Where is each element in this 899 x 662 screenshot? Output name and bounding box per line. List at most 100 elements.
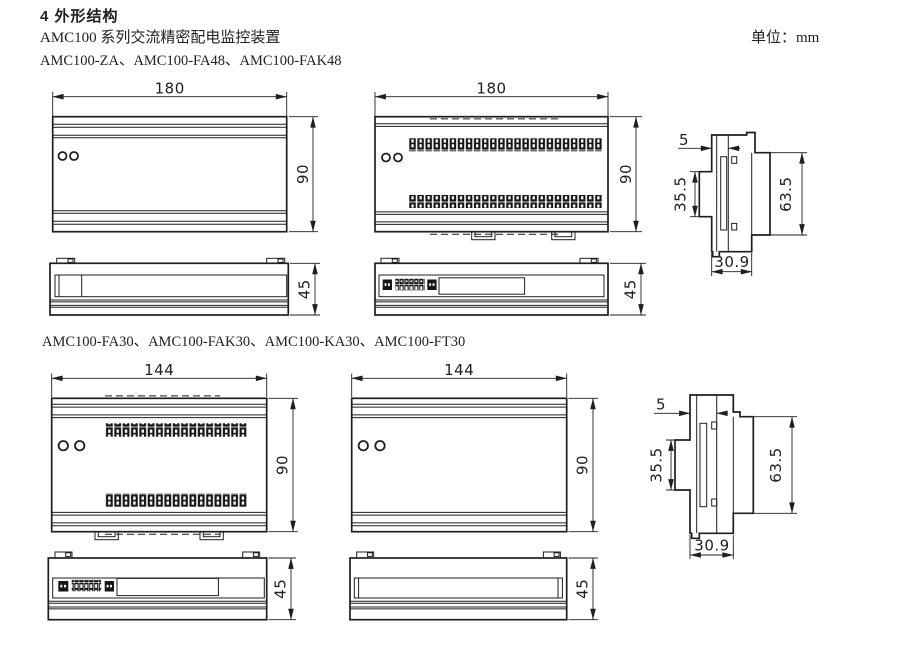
unit-label: 单位：mm: [751, 30, 820, 46]
mounting-tabs: [471, 231, 576, 241]
drawing-group2-side-view: 5 35.5 63.5 30.9: [648, 394, 797, 559]
drawing-group1-front-view: 180 90: [51, 80, 318, 233]
groove-lines: [51, 403, 267, 527]
top-slot: [54, 274, 288, 298]
dim-rail-clip: 35.5: [648, 439, 675, 491]
dim-rail-clip: 35.5: [672, 171, 700, 218]
enclosure-body: [374, 262, 609, 316]
led-indicator: [393, 152, 403, 163]
terminal-strip-top: [105, 423, 247, 437]
group2-model-list: AMC100-FA30、AMC100-FAK30、AMC100-KA30、AMC…: [42, 334, 466, 350]
drawing-group1-rear-view: 180 90: [374, 80, 642, 241]
dim-label-rail-clip: 35.5: [648, 447, 666, 482]
comm-connector: [104, 581, 114, 592]
dim-label-height: 90: [274, 455, 292, 475]
dim-label-height: 90: [617, 164, 635, 184]
device-series-subtitle: AMC100 系列交流精密配电监控装置: [40, 30, 281, 46]
dim-depth: 45: [268, 557, 296, 621]
dim-depth: 45: [290, 262, 320, 316]
enclosure-body: [350, 397, 568, 533]
dim-label-rail-clip: 35.5: [672, 176, 690, 211]
comm-connector: [427, 279, 437, 290]
dim-label-body-depth: 30.9: [714, 253, 749, 271]
dim-label-depth: 45: [296, 279, 314, 299]
comm-connector: [382, 279, 392, 290]
dim-body-height: 63.5: [753, 416, 797, 514]
dim-label-height: 90: [294, 164, 312, 184]
led-indicator: [57, 151, 68, 161]
dim-width: 180: [52, 80, 288, 116]
groove-lines: [52, 123, 287, 225]
drawing-group2-rear-view: 144 90: [50, 361, 298, 541]
clip-notches: [356, 551, 561, 559]
clip-detail: [711, 498, 718, 507]
clip-detail: [731, 156, 738, 164]
comm-connector: [58, 581, 69, 592]
enclosure-body: [51, 115, 288, 233]
inner-lines: [716, 135, 753, 252]
led-indicator: [69, 151, 79, 161]
clip-detail: [731, 222, 738, 231]
inner-lines: [696, 395, 734, 534]
terminal-strip-bottom: [408, 195, 602, 208]
dim-front-lip: 5: [654, 396, 728, 417]
dim-height: 90: [610, 116, 642, 233]
drawing-group2-bottom-view: 45: [47, 551, 296, 621]
groove-lines: [48, 600, 267, 610]
dim-body-depth: 30.9: [711, 253, 753, 276]
groove-lines: [375, 299, 608, 308]
groove-lines: [375, 123, 608, 225]
dim-label-depth: 45: [622, 279, 640, 299]
group1-model-list: AMC100-ZA、AMC100-FA48、AMC100-FAK48: [40, 53, 342, 69]
drawing-group1-bottom-view: 45: [374, 257, 646, 316]
dim-height: 90: [268, 397, 298, 533]
side-profile: [674, 394, 755, 540]
clip-notches: [54, 551, 261, 559]
clip-detail: [711, 421, 718, 430]
drawing-group2-front-view: 144 90: [350, 361, 598, 533]
dim-body-height: 63.5: [770, 152, 807, 236]
dim-label-front-lip: 5: [679, 131, 689, 149]
dim-width: 144: [351, 361, 568, 397]
rail-slot: [699, 422, 708, 508]
drawing-group2-top-view: 45: [349, 551, 598, 621]
dim-label-depth: 45: [272, 579, 290, 599]
hidden-rail-line: [105, 395, 220, 535]
dim-height: 90: [568, 397, 598, 533]
enclosure-body: [50, 397, 268, 533]
enclosure-body: [47, 557, 268, 621]
dim-label-body-height: 63.5: [767, 447, 785, 482]
led-indicator: [357, 440, 369, 452]
dip-connector: [395, 278, 425, 291]
dim-label-depth: 45: [574, 579, 592, 599]
dim-label-body-height: 63.5: [777, 176, 795, 211]
dim-label-body-depth: 30.9: [694, 537, 729, 555]
screw-terminal-block: [438, 277, 526, 295]
groove-lines: [50, 299, 289, 308]
slot-detail: [58, 275, 83, 297]
section-title: 4 外形结构: [40, 8, 119, 25]
terminal-strip-top: [408, 138, 602, 152]
drawing-group1-top-view: 45: [49, 257, 320, 316]
led-indicator: [57, 440, 69, 452]
terminal-strip-bottom: [105, 493, 247, 507]
led-indicator: [74, 440, 86, 452]
dim-label-width: 144: [144, 361, 174, 379]
dim-width: 180: [374, 80, 609, 116]
led-indicator: [374, 440, 386, 452]
dim-label-front-lip: 5: [656, 396, 666, 414]
dim-depth: 45: [568, 557, 598, 621]
dim-label-height: 90: [574, 455, 592, 475]
hidden-rail-line: [430, 118, 560, 235]
dim-depth: 45: [610, 262, 646, 316]
slot-detail: [358, 578, 559, 598]
groove-lines: [351, 403, 567, 527]
side-profile: [698, 131, 771, 258]
rail-slot: [720, 156, 728, 231]
dim-body-depth: 30.9: [689, 535, 734, 559]
bottom-slot: [378, 274, 605, 298]
mounting-tabs: [94, 531, 224, 541]
top-slot: [353, 577, 563, 599]
dip-connector: [71, 579, 102, 592]
